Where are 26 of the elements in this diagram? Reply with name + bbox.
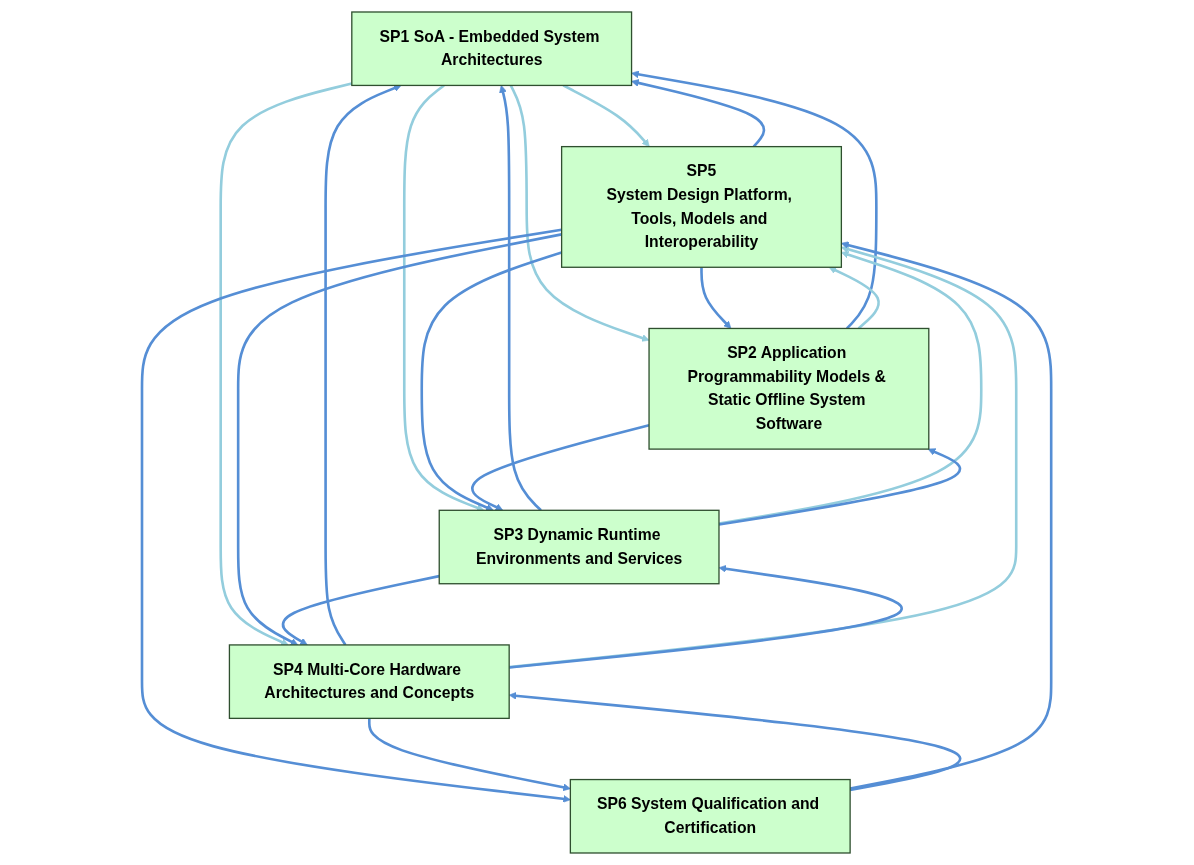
node-box: SP6 System Qualification and Certification bbox=[570, 778, 852, 854]
arrow bbox=[509, 691, 961, 792]
arrow bbox=[499, 85, 543, 512]
arrow bbox=[829, 266, 881, 330]
arrow bbox=[509, 564, 903, 669]
arrow bbox=[324, 84, 402, 646]
arrow bbox=[700, 267, 732, 329]
arrow bbox=[403, 84, 485, 512]
arrow bbox=[841, 241, 1053, 790]
node-box: SP1 SoA - Embedded System Architectures bbox=[351, 11, 633, 87]
arrow bbox=[420, 251, 563, 512]
arrow bbox=[510, 84, 650, 342]
node-box: SP4 Multi-Core Hardware Architectures and Concepts bbox=[229, 644, 511, 719]
arrow bbox=[219, 82, 353, 646]
arrow bbox=[631, 79, 766, 148]
node-box: SP3 Dynamic Runtime Environments and Services bbox=[439, 509, 721, 585]
arrow bbox=[719, 250, 983, 525]
arrow bbox=[631, 70, 879, 330]
arrow bbox=[282, 574, 440, 646]
arrow bbox=[719, 448, 962, 526]
node-box: SP5 System Design Platform, Tools, Models and Interoperability bbox=[561, 145, 843, 268]
arrow bbox=[237, 233, 563, 646]
arrow bbox=[471, 423, 650, 511]
arrow bbox=[563, 84, 651, 147]
node-box: SP2 Application Programmability Models & Static Offline System Software bbox=[648, 327, 930, 450]
arrow bbox=[509, 245, 1018, 669]
